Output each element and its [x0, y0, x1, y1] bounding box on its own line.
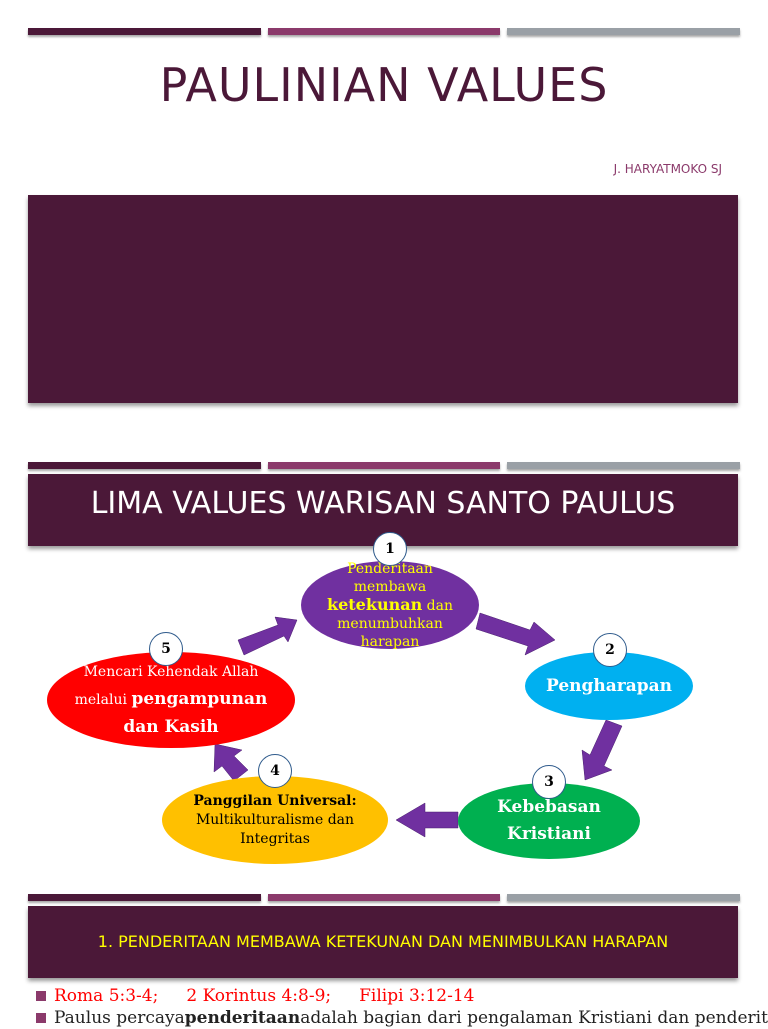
bullet-paulus-b: adalah bagian dari pengalaman Kristiani … — [300, 1008, 768, 1028]
node-1-line-4: menumbuhkan — [337, 615, 443, 632]
slide2-title-bar: LIMA VALUES WARISAN SANTO PAULUS — [28, 474, 738, 546]
slide2-decorative-bars — [28, 462, 740, 470]
node-1-line-2: membawa — [353, 578, 427, 595]
node-4-bold: Panggilan Universal: — [193, 792, 357, 809]
bullet-paulus-bold: penderitaan — [184, 1008, 301, 1028]
node-5-line-2-bold: pengampunan — [131, 689, 268, 709]
bar-plum — [268, 28, 500, 35]
node-5-kehendak-allah: Mencari Kehendak Allah melalui pengampun… — [47, 652, 295, 748]
bar-maroon — [28, 894, 261, 901]
node-3-line-1: Kebebasan — [497, 797, 601, 817]
node-4-number: 4 — [258, 754, 292, 788]
bar-plum — [268, 462, 500, 469]
arrow-4-to-5 — [213, 743, 249, 782]
bullet-paulus-a: Paulus percaya — [54, 1008, 185, 1028]
node-1-number: 1 — [373, 532, 407, 566]
arrow-2-to-3 — [581, 719, 623, 781]
ref-korintus: 2 Korintus 4:8-9; — [186, 986, 332, 1006]
slide3-decorative-bars — [28, 894, 740, 902]
node-4-panggilan: Panggilan Universal: Multikulturalisme d… — [162, 776, 388, 864]
node-3-number: 3 — [532, 765, 566, 799]
bullet-marker — [36, 991, 46, 1001]
arrow-1-to-2 — [475, 612, 556, 656]
node-1-line-1: Penderitaan — [347, 560, 433, 577]
slide3-title: 1. PENDERITAAN MEMBAWA KETEKUNAN DAN MEN… — [97, 932, 669, 951]
slide1-title: PAULINIAN VALUES — [159, 58, 609, 112]
bar-grey — [507, 894, 740, 901]
top-decorative-bars — [28, 28, 740, 36]
node-2-pengharapan: Pengharapan — [525, 652, 693, 720]
bar-maroon — [28, 462, 261, 469]
node-5-line-3: dan Kasih — [123, 717, 219, 737]
arrow-5-to-1 — [237, 616, 298, 656]
arrow-3-to-4 — [395, 802, 459, 838]
node-1-line-5: harapan — [360, 633, 420, 650]
bullet-paulus: Paulus percaya penderitaan adalah bagian… — [36, 1007, 768, 1029]
ref-roma: Roma 5:3-4; — [54, 986, 159, 1006]
bar-maroon — [28, 28, 261, 35]
node-2-label: Pengharapan — [546, 676, 672, 696]
bar-plum — [268, 894, 500, 901]
node-1-bold: ketekunan — [327, 594, 423, 614]
node-5-line-1: Mencari Kehendak Allah — [83, 664, 259, 680]
node-5-line-2-plain: melalui — [74, 692, 132, 708]
slide1-content-panel — [28, 195, 738, 403]
node-1-penderitaan: Penderitaan membawa ketekunan dan menumb… — [301, 560, 479, 650]
slide3-bullets: Roma 5:3-4; 2 Korintus 4:8-9; Filipi 3:1… — [36, 985, 768, 1029]
node-5-number: 5 — [149, 632, 183, 666]
node-4-line-3: Integritas — [240, 830, 310, 847]
bar-grey — [507, 28, 740, 35]
node-3-line-2: Kristiani — [507, 824, 591, 844]
slide1-author: J. HARYATMOKO SJ — [613, 162, 722, 176]
bar-grey — [507, 462, 740, 469]
slide2-title: LIMA VALUES WARISAN SANTO PAULUS — [90, 486, 676, 521]
ref-filipi: Filipi 3:12-14 — [359, 986, 475, 1006]
slide3-title-bar: 1. PENDERITAAN MEMBAWA KETEKUNAN DAN MEN… — [28, 906, 738, 978]
node-4-line-2: Multikulturalisme dan — [195, 811, 355, 828]
bullet-references: Roma 5:3-4; 2 Korintus 4:8-9; Filipi 3:1… — [36, 985, 768, 1007]
node-2-number: 2 — [593, 633, 627, 667]
bullet-marker — [36, 1013, 46, 1023]
node-1-after: dan — [422, 597, 453, 614]
